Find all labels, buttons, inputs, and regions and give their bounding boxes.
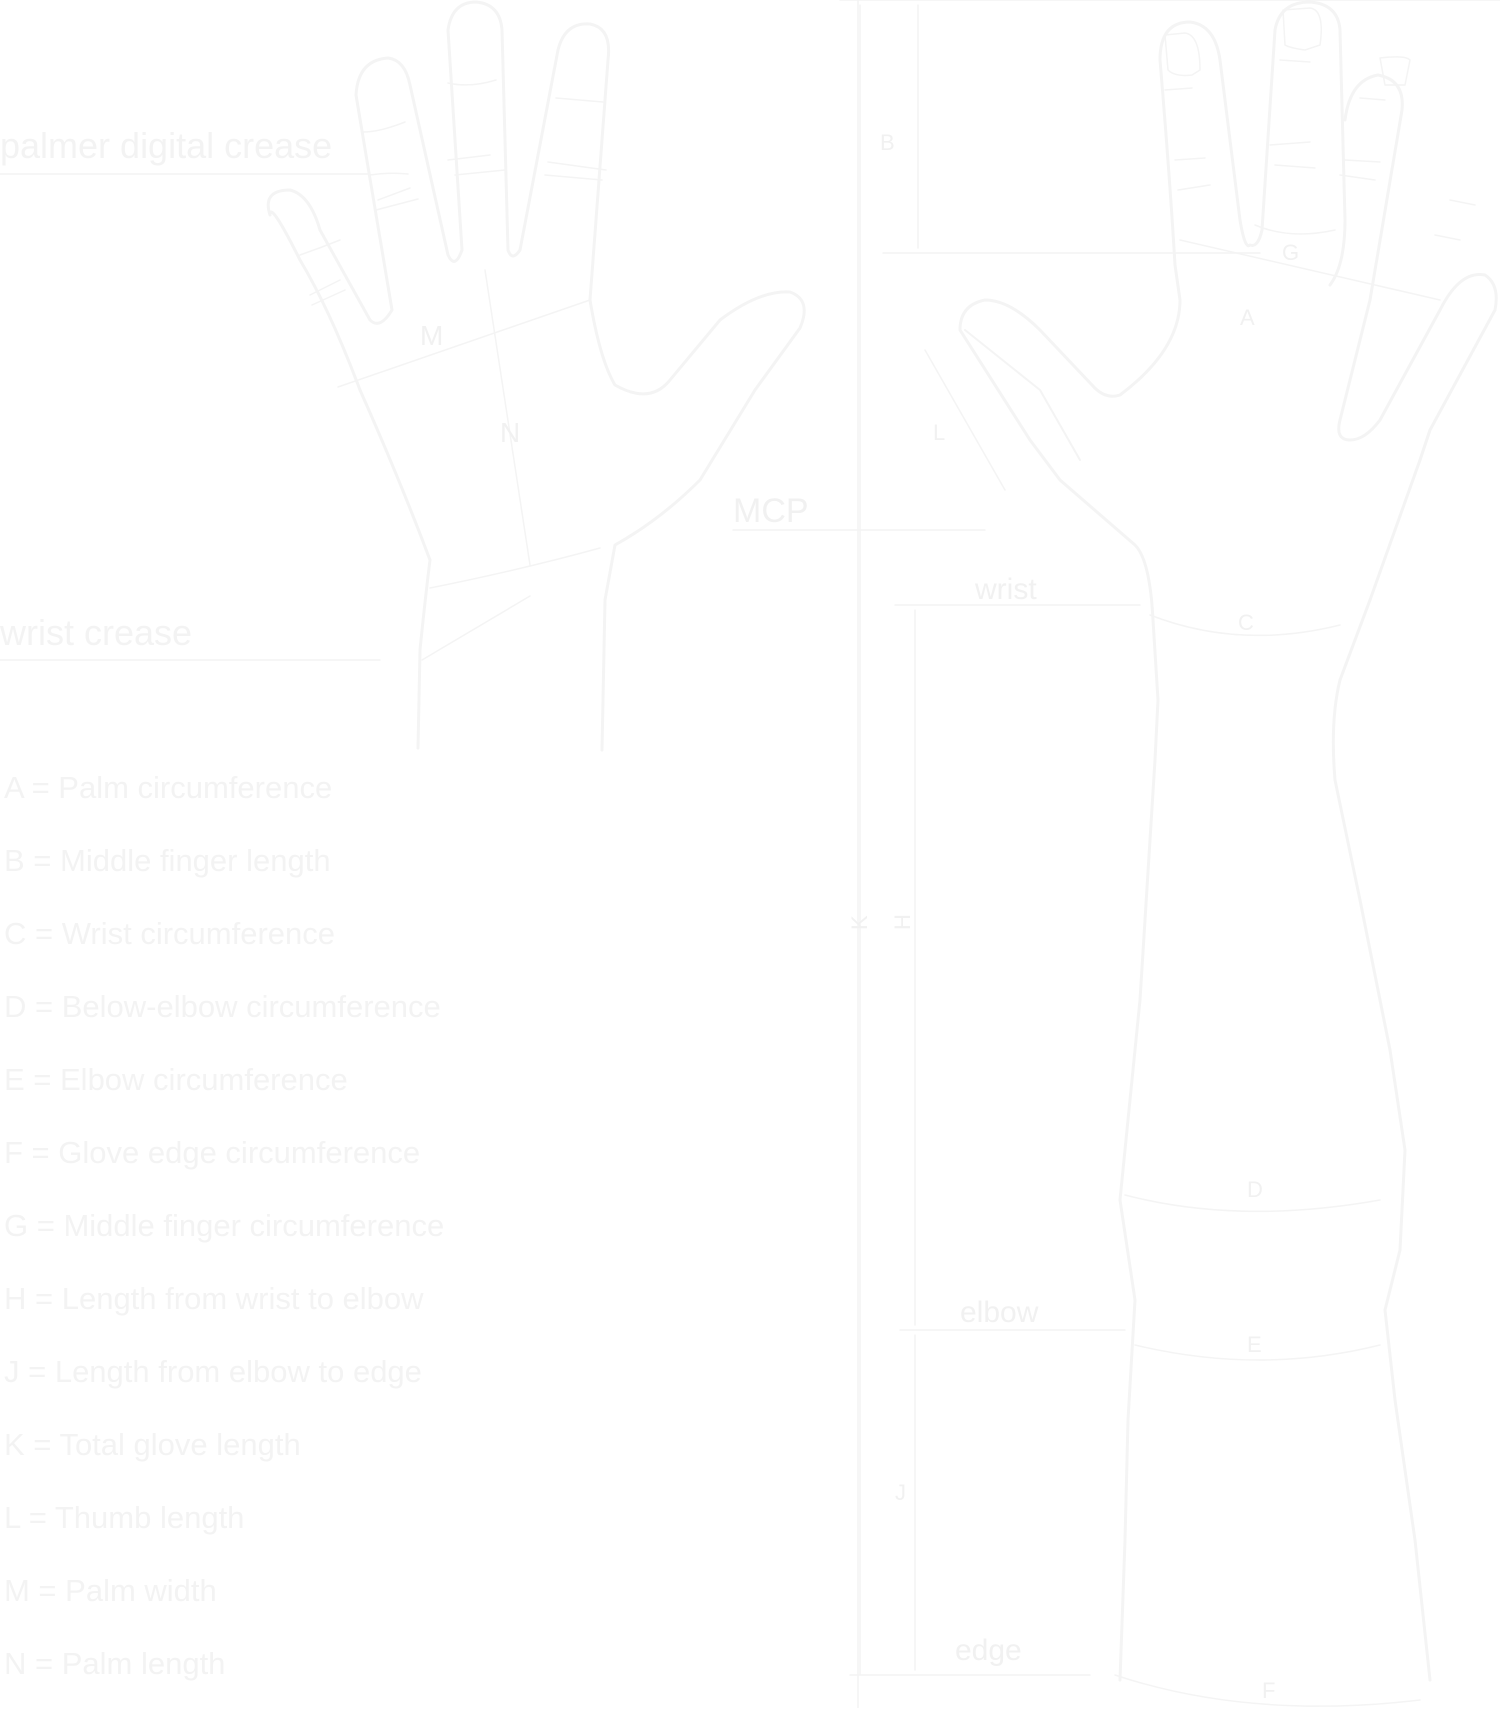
label-K: K [847,915,872,930]
label-wrist: wrist [974,573,1037,606]
label-J: J [895,1480,906,1505]
legend-item-E: E = Elbow circumference [4,1062,348,1097]
legend-item-G: G = Middle finger circumference [4,1208,445,1243]
legend-item-B: B = Middle finger length [4,843,331,878]
label-N: N [500,417,520,448]
label-C: C [1238,610,1254,635]
palm-width-line [337,299,591,388]
palm-length-line [484,269,531,566]
legend-item-N: N = Palm length [4,1646,226,1681]
wrist-crease-label: wrist crease [0,612,193,653]
label-G: G [1282,240,1299,265]
right-arm-outline-right [1331,73,1498,1682]
label-D: D [1247,1177,1263,1202]
legend-item-J: J = Length from elbow to edge [4,1354,422,1389]
legend-item-F: F = Glove edge circumference [4,1135,421,1170]
label-L: L [933,420,945,445]
label-edge: edge [955,1634,1022,1667]
label-E: E [1247,1332,1262,1357]
left-hand-outline [266,0,806,752]
label-F: F [1262,1678,1275,1703]
palmer-digital-crease-label: palmer digital crease [0,125,333,166]
legend-item-L: L = Thumb length [4,1500,245,1535]
legend-item-A: A = Palm circumference [4,770,333,805]
legend-item-H: H = Length from wrist to elbow [4,1281,424,1316]
label-elbow: elbow [960,1296,1039,1329]
label-H: H [890,914,915,930]
legend-item-M: M = Palm width [4,1573,217,1608]
legend-item-C: C = Wrist circumference [4,916,336,951]
measurement-legend: A = Palm circumference B = Middle finger… [4,770,444,1719]
label-MCP: MCP [733,492,809,530]
thumb-length-line [924,349,1006,491]
legend-item-K: K = Total glove length [4,1427,301,1462]
label-B: B [880,130,895,155]
legend-item-D: D = Below-elbow circumference [4,989,441,1024]
label-M: M [420,320,443,351]
right-arm-outline-left [958,0,1347,1682]
palm-circumference-line [1179,239,1441,301]
label-A: A [1240,305,1255,330]
